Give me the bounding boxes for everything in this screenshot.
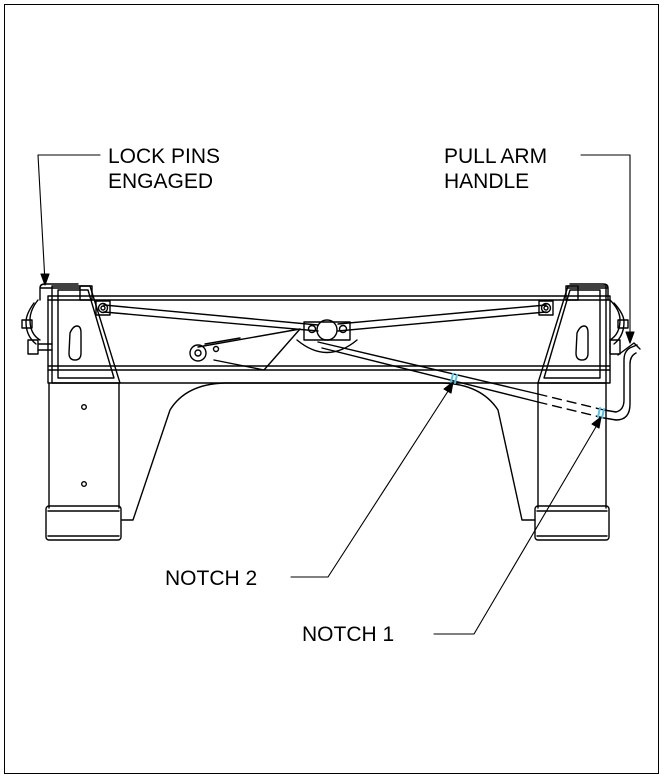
notch-1-label: NOTCH 1 bbox=[302, 623, 395, 646]
lock-pins-label-line-1: LOCK PINS bbox=[108, 145, 221, 168]
pull-arm-label: PULL ARM HANDLE bbox=[444, 144, 547, 194]
notch-2-arrow bbox=[443, 381, 454, 394]
notch-1-marker bbox=[597, 407, 605, 419]
right-leg bbox=[537, 382, 607, 509]
left-foot bbox=[45, 505, 122, 541]
pull-arm-label-line-2: HANDLE bbox=[444, 170, 530, 193]
pull-arm-handle bbox=[615, 344, 638, 421]
main-frame bbox=[47, 295, 611, 384]
pull-arm-leader bbox=[580, 154, 631, 341]
pull-arm-arrow bbox=[625, 331, 635, 344]
lock-pins-arrow bbox=[40, 273, 50, 286]
center-pivot bbox=[296, 319, 358, 354]
right-foot bbox=[534, 505, 610, 541]
cross-rods bbox=[95, 300, 554, 332]
notch-2-marker bbox=[450, 373, 458, 384]
pull-arm-rod bbox=[317, 341, 641, 421]
lever-arm bbox=[189, 328, 301, 371]
notch-2-leader bbox=[290, 384, 453, 578]
left-slot bbox=[68, 325, 82, 361]
leader-lines bbox=[37, 154, 635, 635]
left-lock-pin bbox=[21, 283, 93, 355]
notch-2-label: NOTCH 2 bbox=[165, 567, 258, 590]
lock-pins-label: LOCK PINS ENGAGED bbox=[108, 144, 220, 194]
notch-1-leader bbox=[433, 419, 601, 635]
notch-1-arrow bbox=[591, 416, 602, 429]
right-side-plate bbox=[537, 285, 607, 384]
pull-arm-label-line-1: PULL ARM bbox=[444, 145, 548, 168]
center-arch bbox=[121, 382, 536, 521]
right-slot bbox=[575, 325, 589, 361]
right-lock-pin bbox=[565, 283, 629, 355]
left-leg bbox=[48, 382, 120, 509]
lock-pins-leader bbox=[37, 154, 101, 283]
diagram-frame bbox=[4, 4, 659, 774]
lock-pins-label-line-2: ENGAGED bbox=[108, 170, 214, 193]
